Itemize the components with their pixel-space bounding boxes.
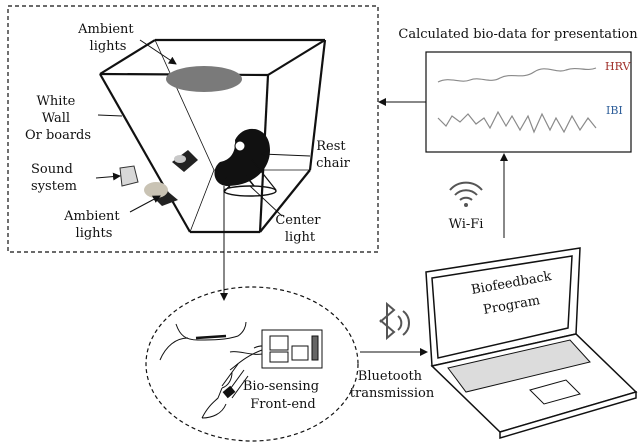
wifi-label: Wi-Fi — [449, 217, 484, 232]
center-light-label: Center light — [275, 213, 324, 245]
bluetooth-label: Bluetooth transmission — [350, 369, 435, 401]
room-frame — [7, 5, 379, 253]
bio-sensing-label: Bio-sensing Front-end — [243, 379, 323, 412]
ecg-lead — [195, 334, 227, 340]
ibi-waveform — [437, 110, 597, 134]
presentation-panel — [425, 51, 632, 153]
ambient-lights-bottom-label: Ambient lights — [63, 209, 124, 241]
wifi-icon — [449, 181, 483, 207]
sensor-board-icon — [261, 329, 323, 369]
bluetooth-icon — [379, 301, 410, 341]
ceiling-light — [166, 66, 242, 92]
hand-sketch — [201, 363, 249, 419]
white-wall-label: White Wall Or boards — [25, 94, 91, 143]
rest-chair-label: Rest chair — [316, 139, 351, 171]
sensor-cable — [229, 349, 263, 371]
finger-sensor — [222, 385, 236, 399]
ambient-lights-top-label: Ambient lights — [77, 22, 138, 54]
laptop-icon — [425, 247, 638, 440]
room-cube — [99, 38, 327, 234]
sound-system-label: Sound system — [31, 162, 77, 194]
hrv-label: HRV — [605, 60, 631, 73]
presentation-title: Calculated bio-data for presentation — [398, 27, 638, 42]
room-pointers — [95, 39, 311, 217]
bio-sensing-region — [145, 286, 359, 442]
ibi-label: IBI — [606, 104, 623, 117]
sound-system-icon — [119, 150, 198, 187]
hrv-waveform — [437, 67, 597, 83]
